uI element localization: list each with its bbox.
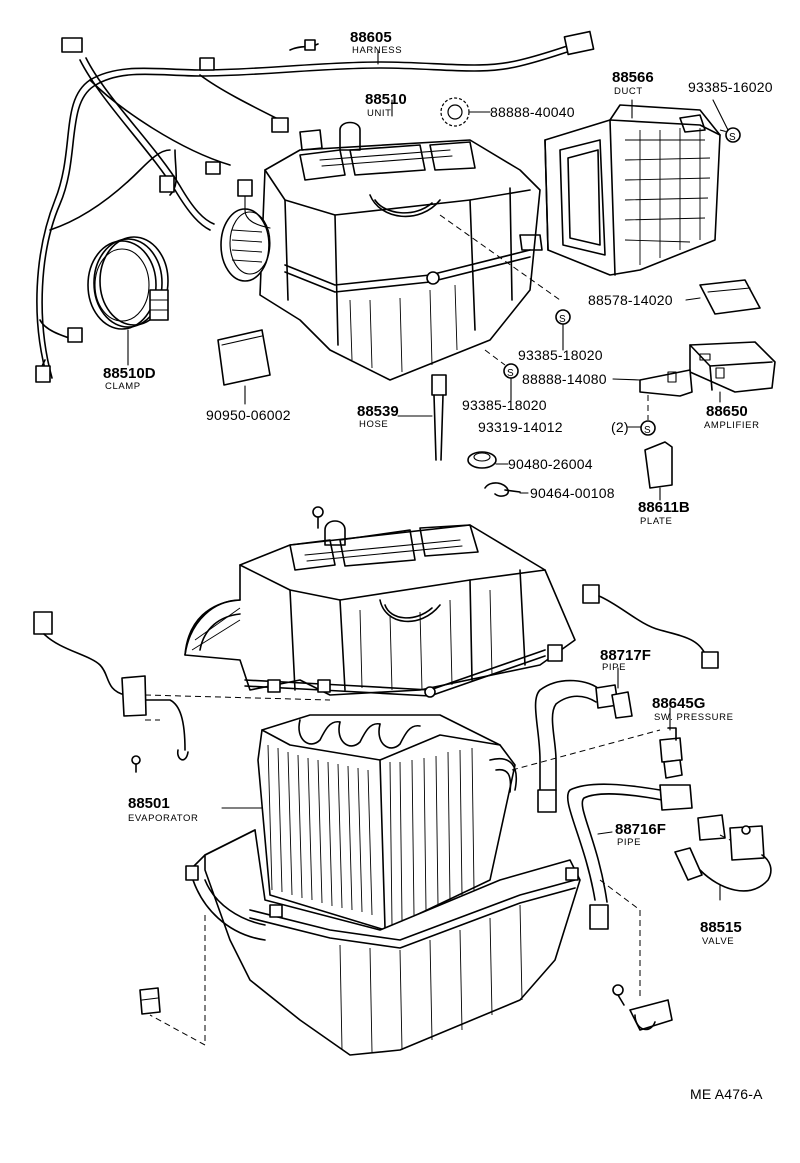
label-unit-number: 88510: [365, 91, 407, 108]
label-evaporator-number: 88501: [128, 795, 170, 812]
label-pipe-upper-number: 88717F: [600, 647, 651, 664]
pipe-lower-drawing: [566, 783, 693, 930]
label-filter-pad-number: 88578-14020: [588, 292, 673, 308]
lower-bracket-drawing: [139, 987, 161, 1015]
label-bracket-number: 88888-14080: [522, 371, 607, 387]
label-screw-c-qty: (2): [611, 419, 629, 435]
lower-small-parts-drawing: [612, 984, 673, 1031]
pressure-switch-drawing: [659, 727, 683, 779]
label-screw-a-number: 93385-18020: [518, 347, 603, 363]
grommet-ring-drawing: [440, 97, 470, 127]
label-clamp-number: 88510D: [103, 365, 156, 382]
label-pipe-lower-name: PIPE: [617, 837, 641, 848]
clamp-drawing: [87, 236, 169, 330]
label-screw-c-number: 93319-14012: [478, 419, 563, 435]
bracket-drawing: [639, 369, 693, 397]
pipe-upper-drawing: [534, 679, 633, 813]
label-plate-name: PLATE: [640, 516, 672, 527]
drawing-code: ME A476-A: [690, 1086, 763, 1102]
label-amplifier-name: AMPLIFIER: [704, 420, 760, 431]
label-duct-name: DUCT: [614, 86, 643, 97]
label-amplifier-number: 88650: [706, 403, 748, 420]
label-pipe-lower-number: 88716F: [615, 821, 666, 838]
evaporator-drawing: [257, 714, 517, 931]
part-labels: 88605 HARNESS 88510 UNIT 88888-40040 885…: [103, 29, 773, 1102]
label-valve-name: VALVE: [702, 936, 734, 947]
svg-text:S: S: [507, 368, 514, 379]
lower-case-bottom-drawing: [185, 829, 581, 1056]
duct-drawing: [544, 104, 721, 276]
label-evaporator-name: EVAPORATOR: [128, 813, 198, 824]
valve-drawing: [674, 814, 772, 892]
label-grommet-top-number: 88888-40040: [490, 104, 575, 120]
label-pressure-switch-name: SW. PRESSURE: [654, 712, 734, 723]
screw-top-drawing: [312, 506, 324, 529]
label-harness-number: 88605: [350, 29, 392, 46]
label-unit-name: UNIT: [367, 108, 392, 119]
seal-pad-drawing: [217, 329, 271, 386]
grommet-drawing: [467, 451, 497, 469]
label-screw-b-number: 93385-18020: [462, 397, 547, 413]
label-grommet-number: 90480-26004: [508, 456, 593, 472]
upper-unit-drawing: [220, 121, 543, 381]
hose-drawing: [431, 374, 447, 461]
lower-case-top-drawing: [184, 520, 576, 698]
svg-text:S: S: [559, 314, 566, 325]
lower-harness-right-drawing: [582, 584, 719, 669]
screw-symbols: S S S S: [503, 127, 741, 436]
label-pressure-switch-number: 88645G: [652, 695, 705, 712]
clip-drawing: [484, 482, 521, 497]
label-plate-number: 88611B: [638, 499, 690, 516]
amplifier-drawing: [689, 341, 776, 393]
lower-harness-left-drawing: [33, 611, 189, 773]
label-hose-name: HOSE: [359, 419, 388, 430]
svg-text:S: S: [644, 425, 651, 436]
label-clamp-name: CLAMP: [105, 381, 141, 392]
svg-text:S: S: [729, 132, 736, 143]
harness-drawing: [35, 30, 595, 383]
label-hose-number: 88539: [357, 403, 399, 420]
label-pipe-upper-name: PIPE: [602, 662, 626, 673]
label-valve-number: 88515: [700, 919, 742, 936]
plate-drawing: [644, 441, 673, 489]
label-harness-name: HARNESS: [352, 45, 402, 56]
label-screw-duct-number: 93385-16020: [688, 79, 773, 95]
label-seal-pad-number: 90950-06002: [206, 407, 291, 423]
label-clip-number: 90464-00108: [530, 485, 615, 501]
label-duct-number: 88566: [612, 69, 654, 86]
filter-pad-drawing: [699, 279, 761, 315]
